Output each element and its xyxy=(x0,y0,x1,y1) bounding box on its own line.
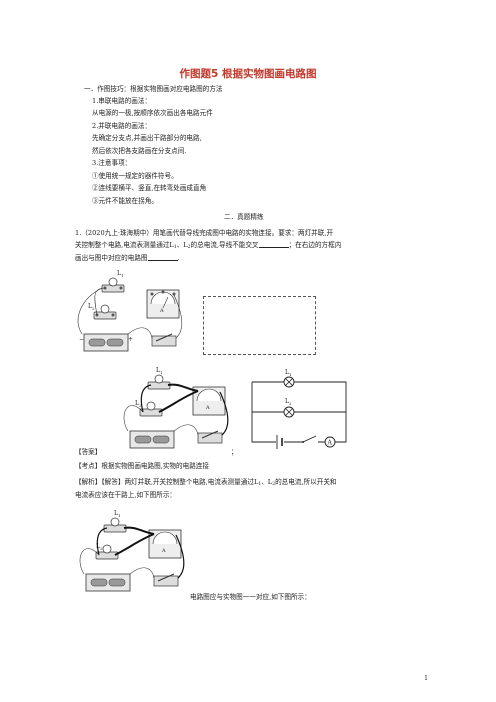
jiexi-line2: 电流表应该在干路上,如下图所示： xyxy=(75,491,177,499)
svg-text:A: A xyxy=(159,308,164,314)
question-line1: 1.（2020九上·珠海期中）用笔画代替导线完成图中电路的实物连接。要求：两灯并… xyxy=(75,229,334,237)
question-line2: 关控制整个电路,电流表测量通过L1、L2的总电流,导线不能交叉；在右边的方框内 xyxy=(75,241,342,250)
notes-title: 3.注意事项： xyxy=(92,159,132,167)
svg-text:+: + xyxy=(128,336,133,343)
section1-heading: 一．作图技巧：根据实物图画对应电路图的方法 xyxy=(84,85,223,93)
note-3: ③元件不能放在拐角。 xyxy=(92,197,158,205)
svg-text:1: 1 xyxy=(118,513,121,518)
svg-text:−: − xyxy=(79,336,84,343)
svg-text:L: L xyxy=(285,398,289,405)
svg-text:1: 1 xyxy=(289,372,292,377)
note-2: ②连线要横平、竖直,在转弯处画成直角 xyxy=(92,184,207,192)
svg-text:L: L xyxy=(114,510,118,517)
svg-text:A: A xyxy=(327,440,333,447)
svg-text:2: 2 xyxy=(289,401,292,406)
semicolon: ； xyxy=(231,448,238,456)
svg-text:L: L xyxy=(135,400,139,407)
svg-text:1: 1 xyxy=(160,370,163,375)
answer-box-dashed xyxy=(203,296,316,355)
answer-blank-1 xyxy=(258,241,289,248)
answer-blank-2 xyxy=(147,254,178,261)
parallel-text2: 然后依次把各支路画在分支点间. xyxy=(92,147,187,155)
svg-text:A: A xyxy=(161,548,166,554)
diagram-caption: 电路图应与实物图一一对应,如下图所示： xyxy=(190,593,311,601)
answer-label: 【答案】 xyxy=(75,448,102,456)
svg-text:2: 2 xyxy=(139,403,142,408)
svg-text:2: 2 xyxy=(92,306,95,311)
parallel-title: 2.并联电路的画法： xyxy=(92,122,152,130)
question-line3: 画出与图中对应的电路图. xyxy=(75,254,180,262)
kaodian: 【考点】根据实物图画电路图,实物的电路连接 xyxy=(75,462,209,470)
section2-heading: 二．真题精练 xyxy=(224,213,264,221)
series-title: 1.串联电路的画法： xyxy=(92,97,152,105)
page-title: 作图题5 根据实物图画电路图 xyxy=(179,68,317,80)
series-text: 从电源的一极,按顺序依次画出各电路元件 xyxy=(92,109,213,117)
svg-text:L: L xyxy=(156,367,160,374)
jiexi-line1: 【解析】【解答】两灯并联,开关控制整个电路,电流表测量通过L1、L2的总电流,所… xyxy=(75,478,337,487)
page-number: 1 xyxy=(424,675,428,682)
svg-text:L: L xyxy=(117,270,121,277)
svg-text:2: 2 xyxy=(100,546,103,551)
parallel-text1: 先确定分支点,并画出干路部分的电路, xyxy=(92,134,202,142)
svg-text:1: 1 xyxy=(121,273,124,278)
svg-text:L: L xyxy=(285,369,289,376)
note-1: ①使用统一规定的器件符号。 xyxy=(92,172,178,180)
svg-text:A: A xyxy=(205,405,210,411)
svg-text:L: L xyxy=(88,303,92,310)
